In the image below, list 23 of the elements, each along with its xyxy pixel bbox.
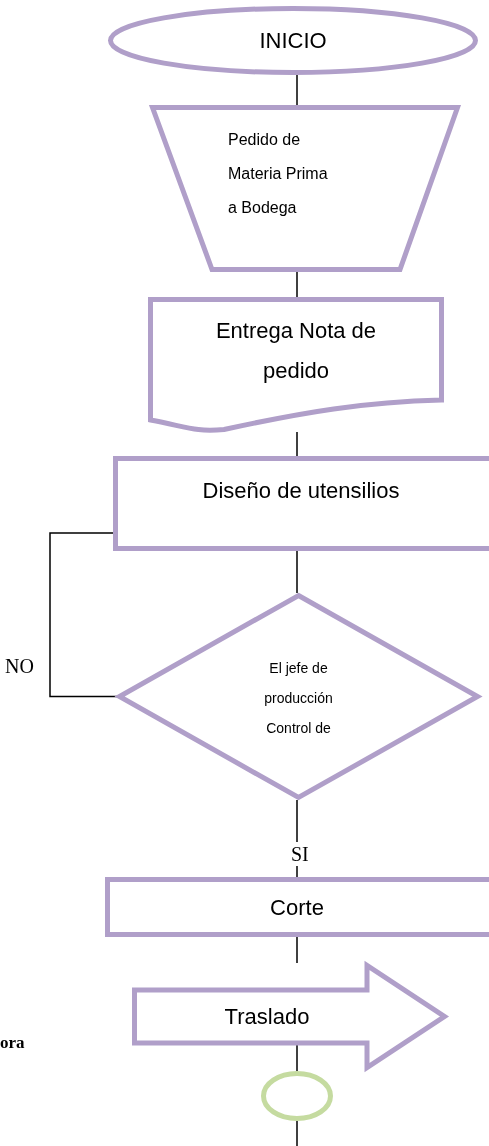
- connector-line: [296, 550, 298, 594]
- process-box: [113, 456, 489, 551]
- node-text: Diseño de utensilios: [201, 477, 401, 505]
- connector-line: [296, 1120, 298, 1146]
- manual-operation-trapezoid: [150, 105, 460, 272]
- node-text: Entrega Nota de pedido: [214, 317, 378, 385]
- block-arrow-shape: [132, 963, 447, 1070]
- document-shape: [148, 297, 444, 432]
- cut-off-label: ora: [0, 1032, 25, 1054]
- connector-line: [296, 431, 298, 457]
- connector-circle: [261, 1071, 333, 1121]
- connector-line: [296, 271, 298, 298]
- process-box: [105, 877, 489, 937]
- edge-label: SI: [290, 842, 310, 866]
- node-text: Pedido de Materia Prima a Bodega: [228, 130, 329, 218]
- node-text: El jefe de producción Control de: [263, 659, 334, 738]
- start-ellipse: [108, 6, 478, 75]
- node-text: Traslado: [223, 1003, 311, 1031]
- connector-line: [296, 936, 298, 964]
- node-text: INICIO: [258, 27, 328, 55]
- node-text: Corte: [269, 893, 325, 922]
- connector-line: [296, 74, 298, 106]
- decision-diamond: [117, 593, 480, 800]
